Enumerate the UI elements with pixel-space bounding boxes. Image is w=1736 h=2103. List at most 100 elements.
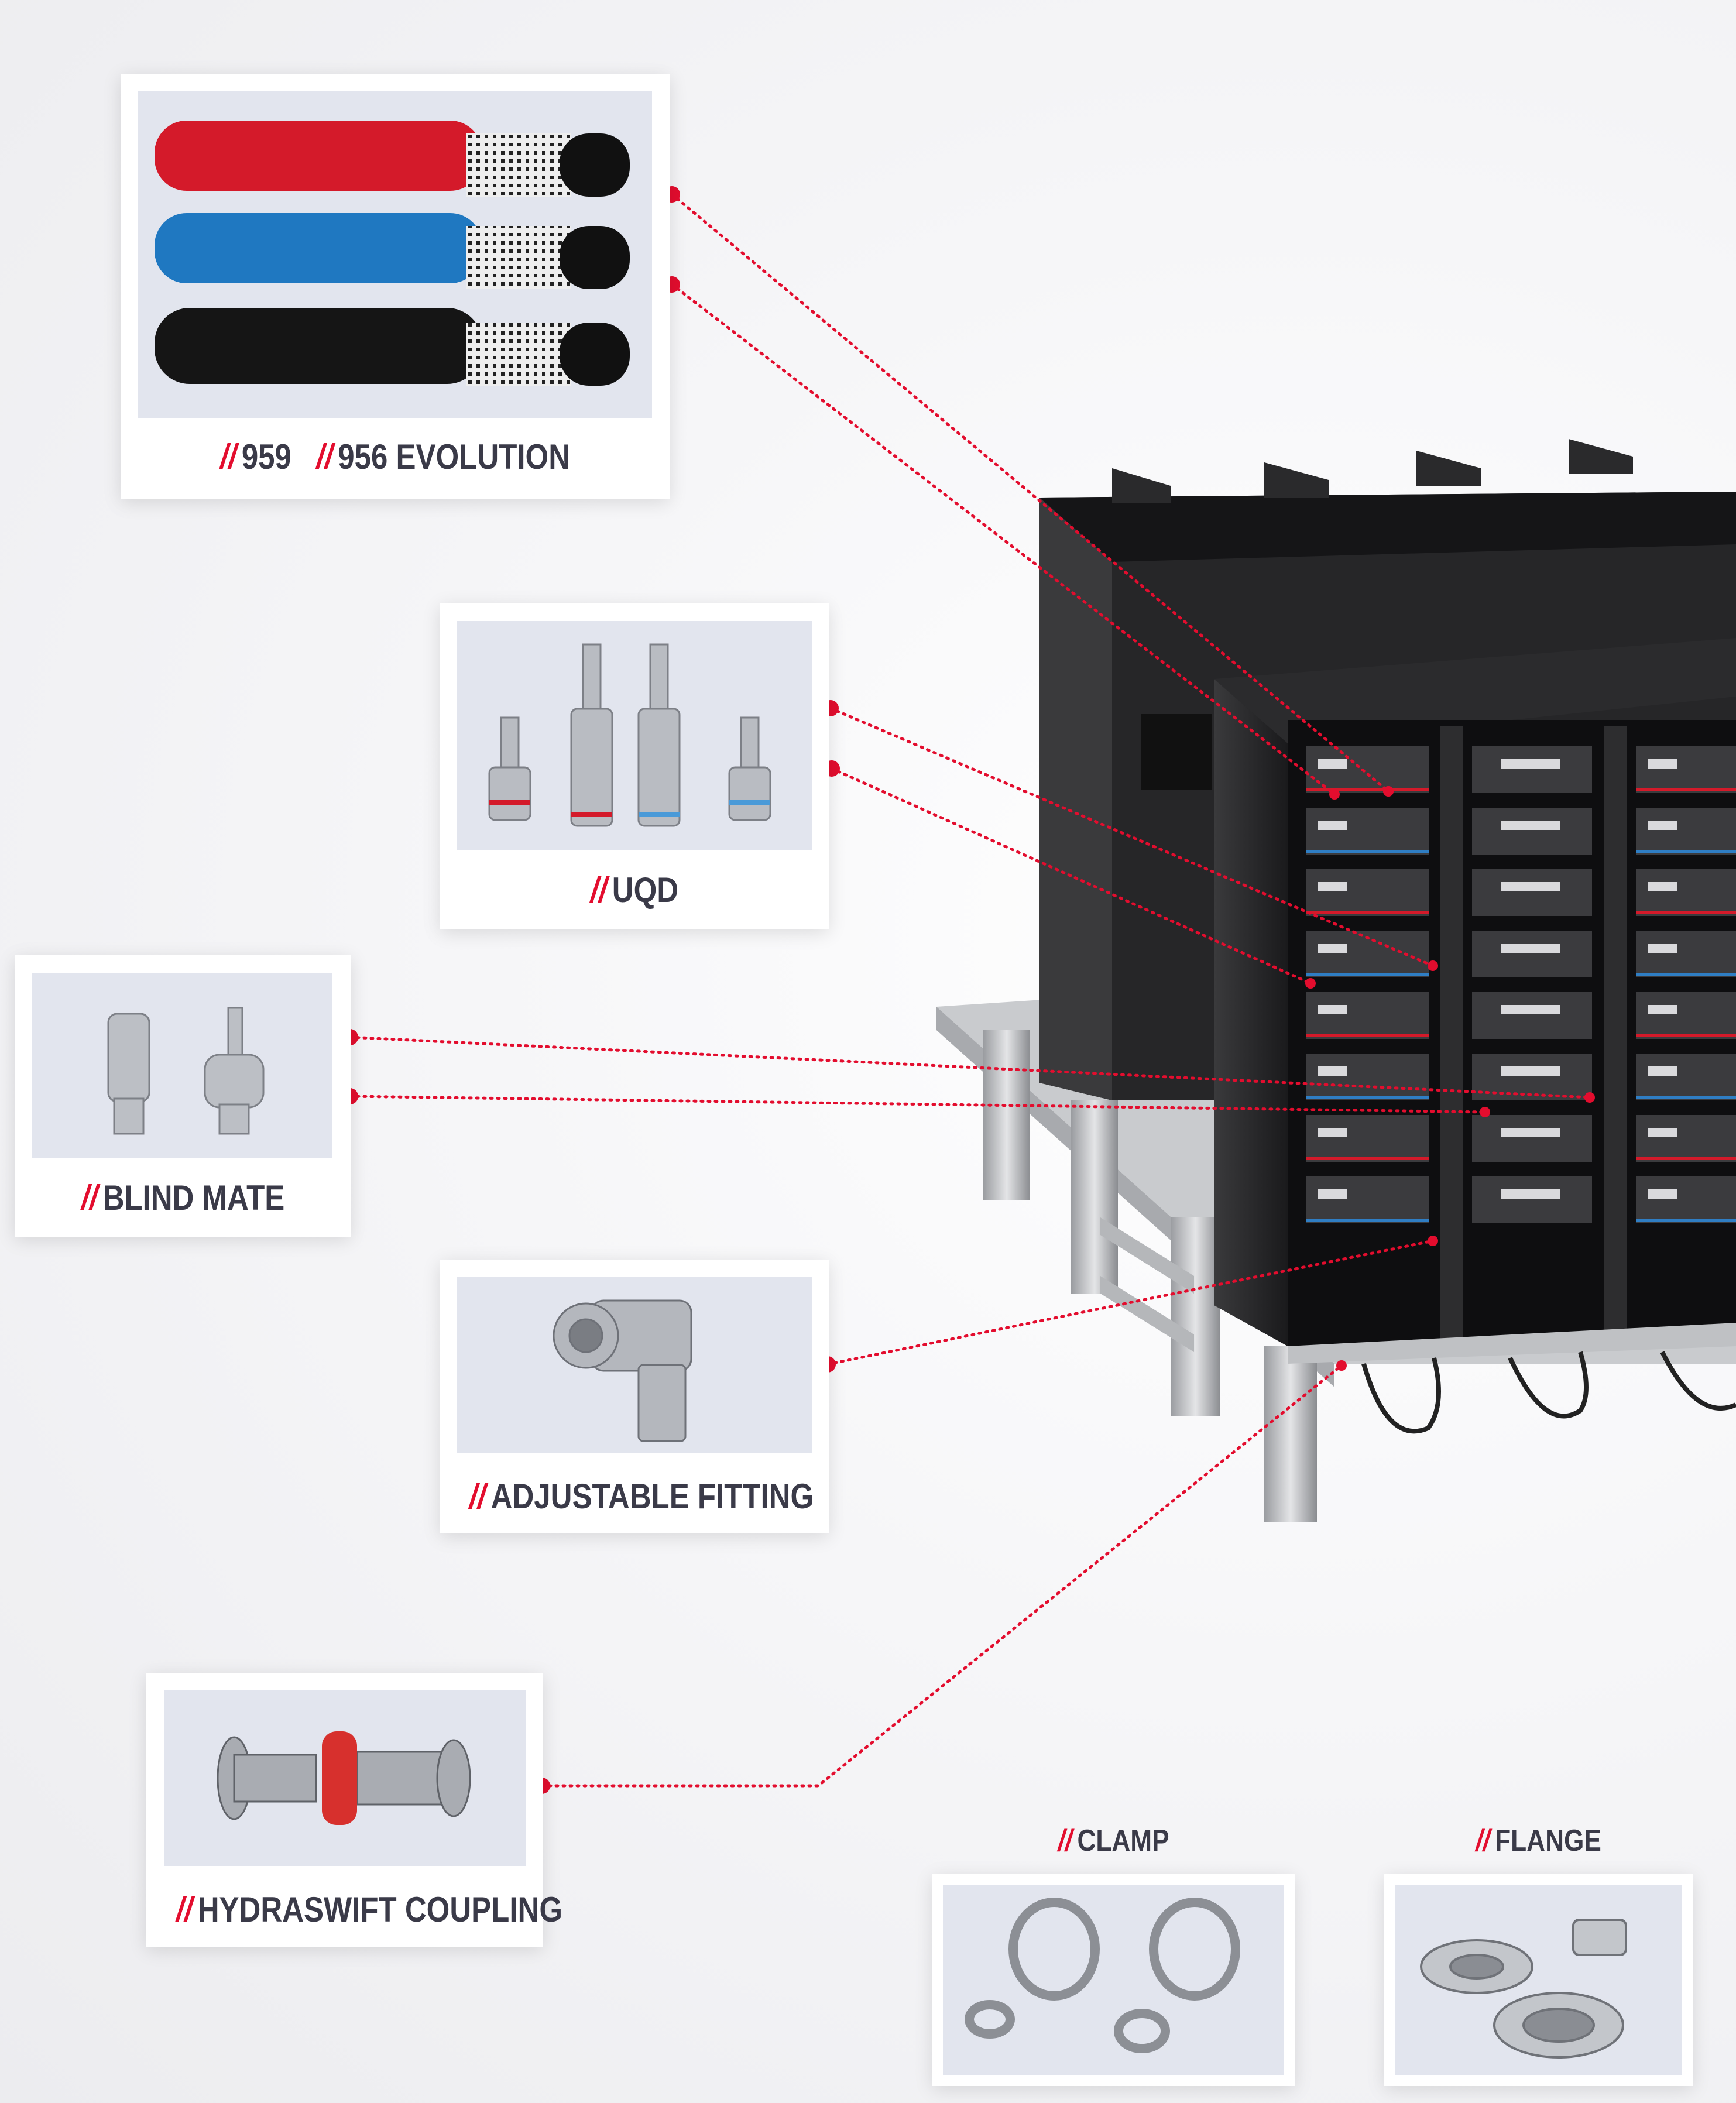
shelf-indicator	[1648, 1066, 1677, 1076]
coolant-stripe	[1636, 1096, 1736, 1099]
blue-hose	[155, 213, 630, 289]
slash-mark: //	[81, 1178, 98, 1217]
adjustable-fitting-illustration	[553, 1299, 692, 1442]
uqd-illustration	[488, 643, 771, 827]
red-hose	[155, 121, 630, 197]
callout-line	[348, 1035, 1591, 1099]
callout-dot	[1305, 978, 1316, 989]
hydraswift-coupling-label: //HYDRASWIFT COUPLING	[176, 1889, 562, 1930]
black-hose	[155, 308, 630, 386]
coolant-stripe	[1636, 1157, 1736, 1160]
server-shelf	[1472, 1176, 1592, 1223]
callout-line	[826, 1239, 1435, 1366]
flange-label: //FLANGE	[1408, 1823, 1670, 1858]
flange-label-text: FLANGE	[1495, 1824, 1601, 1858]
server-shelf	[1636, 808, 1736, 855]
coolant-stripe	[1306, 1157, 1429, 1160]
hydraswift-coupling-label-text: HYDRASWIFT COUPLING	[197, 1890, 563, 1929]
shelf-indicator	[1318, 1128, 1347, 1137]
hydraswift-illustration	[217, 1731, 471, 1825]
server-shelf	[1306, 992, 1429, 1039]
clamp-illustration	[965, 1898, 1240, 2053]
server-shelf	[1636, 1115, 1736, 1162]
server-shelf	[1472, 992, 1592, 1039]
cooling-hoses	[1361, 1351, 1736, 1434]
server-shelf	[1306, 869, 1429, 916]
shelf-indicator	[1501, 759, 1560, 769]
callout-line	[540, 1364, 1343, 1788]
shelf-indicator	[1648, 1128, 1677, 1137]
shelf-indicator	[1318, 1189, 1347, 1199]
clamp-card[interactable]	[932, 1874, 1295, 2086]
coolant-stripe	[1636, 911, 1736, 914]
server-shelves	[1306, 746, 1736, 1223]
shelf-indicator	[1501, 1128, 1560, 1137]
adjustable-fitting-card[interactable]: //ADJUSTABLE FITTING	[440, 1260, 829, 1533]
callout-dot	[1383, 786, 1394, 797]
coolant-stripe	[1306, 1096, 1429, 1099]
callout-line	[670, 193, 1390, 793]
server-shelf	[1472, 808, 1592, 855]
hose-card[interactable]: //959//956 EVOLUTION	[121, 74, 670, 499]
shelf-indicator	[1648, 1005, 1677, 1014]
shelf-indicator	[1648, 821, 1677, 830]
callout-line	[348, 1095, 1487, 1114]
server-shelf	[1472, 869, 1592, 916]
shelf-indicator	[1318, 1005, 1347, 1014]
blind-mate-label: //BLIND MATE	[40, 1178, 326, 1218]
callout-line	[830, 767, 1312, 985]
blind-mate-card[interactable]: //BLIND MATE	[15, 955, 351, 1237]
adjustable-fitting-image	[457, 1277, 812, 1453]
server-shelf	[1472, 931, 1592, 977]
shelf-indicator	[1501, 1005, 1560, 1014]
server-shelf	[1306, 1176, 1429, 1223]
shelf-indicator	[1318, 882, 1347, 891]
callout-line	[670, 283, 1336, 796]
callout-dot	[1329, 789, 1340, 800]
shelf-indicator	[1648, 1189, 1677, 1199]
slash-mark: //	[590, 870, 608, 910]
adjustable-fitting-label: //ADJUSTABLE FITTING	[469, 1476, 814, 1517]
hydraswift-coupling-card[interactable]: //HYDRASWIFT COUPLING	[146, 1673, 562, 1947]
shelf-indicator	[1501, 882, 1560, 891]
callout-dot	[1336, 1360, 1347, 1371]
coolant-stripe	[1636, 973, 1736, 976]
slash-mark: //	[219, 437, 237, 476]
blind-mate-label-text: BLIND MATE	[102, 1178, 285, 1217]
hose-956-label: 956 EVOLUTION	[338, 437, 571, 476]
hydraswift-coupling-image	[164, 1690, 526, 1866]
coolant-stripe	[1636, 1219, 1736, 1222]
server-shelf	[1472, 1115, 1592, 1162]
shelf-indicator	[1648, 944, 1677, 953]
coolant-stripe	[1306, 973, 1429, 976]
hose-959-label: 959	[241, 437, 291, 476]
adjustable-fitting-label-text: ADJUSTABLE FITTING	[490, 1477, 814, 1516]
coolant-stripe	[1306, 1034, 1429, 1037]
coolant-stripe	[1306, 850, 1429, 853]
callout-dot	[1584, 1092, 1595, 1103]
callout-dot	[1428, 1236, 1438, 1246]
coolant-stripe	[1306, 911, 1429, 914]
blind-mate-image	[32, 973, 332, 1158]
shelf-indicator	[1648, 882, 1677, 891]
slash-mark: //	[176, 1890, 193, 1929]
flange-card[interactable]	[1384, 1874, 1693, 2086]
clamp-label-text: CLAMP	[1077, 1824, 1169, 1858]
shelf-indicator	[1318, 1066, 1347, 1076]
shelf-indicator	[1648, 759, 1677, 769]
server-shelf	[1636, 1176, 1736, 1223]
server-shelf	[1636, 1054, 1736, 1100]
coolant-stripe	[1306, 1219, 1429, 1222]
uqd-card[interactable]: //UQD	[440, 603, 829, 929]
slash-mark: //	[469, 1477, 486, 1516]
uqd-label: //UQD	[469, 870, 800, 910]
flange-image	[1395, 1885, 1682, 2075]
slash-mark: //	[316, 437, 333, 476]
server-shelf	[1636, 869, 1736, 916]
server-shelf	[1306, 1054, 1429, 1100]
clamp-image	[943, 1885, 1284, 2075]
server-shelf	[1306, 808, 1429, 855]
coolant-stripe	[1306, 788, 1429, 791]
shelf-indicator	[1501, 944, 1560, 953]
